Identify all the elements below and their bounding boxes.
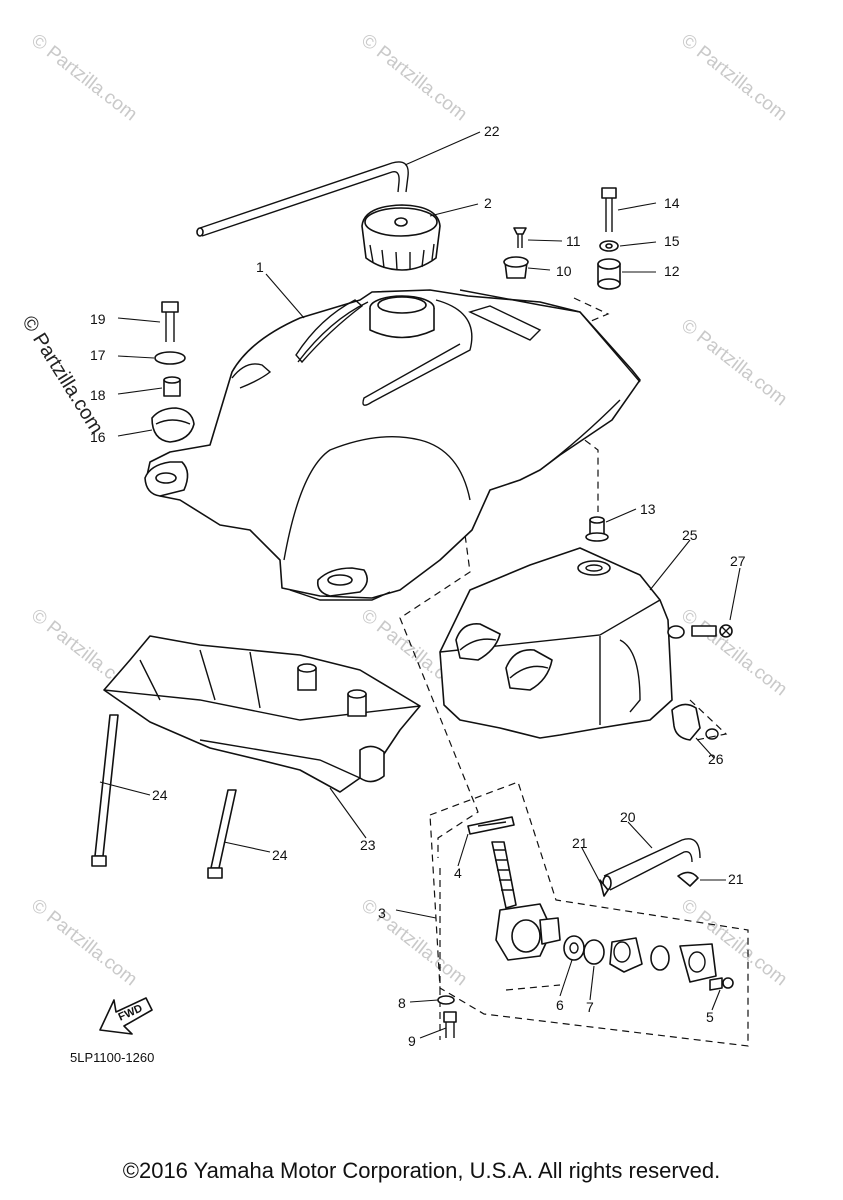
breather-hose <box>196 161 409 237</box>
callout-26: 26 <box>708 751 724 767</box>
bolt-washer-damper-right <box>597 187 621 290</box>
callout-5: 5 <box>706 1009 714 1025</box>
tank-cover <box>439 547 673 739</box>
callout-4: 4 <box>454 865 462 881</box>
callout-20: 20 <box>620 809 636 825</box>
callout-14: 14 <box>664 195 680 211</box>
callout-8: 8 <box>398 995 406 1011</box>
callout-23: 23 <box>360 837 376 853</box>
fuel-cock-internals <box>563 935 734 991</box>
callout-11: 11 <box>566 233 581 249</box>
callout-21b: 21 <box>728 871 744 887</box>
callout-13: 13 <box>640 501 656 517</box>
callout-25: 25 <box>682 527 698 543</box>
tank-collar <box>585 516 609 542</box>
fuel-hose-and-clips <box>599 838 701 897</box>
callout-12: 12 <box>664 263 680 279</box>
callout-22: 22 <box>484 123 500 139</box>
callout-27: 27 <box>730 553 746 569</box>
callout-2: 2 <box>484 195 492 211</box>
band-straps <box>91 714 237 879</box>
callout-6: 6 <box>556 997 564 1013</box>
washer-and-screw <box>437 995 457 1038</box>
bolt-collar-damper-left <box>151 301 195 443</box>
callout-3: 3 <box>378 905 386 921</box>
callout-9: 9 <box>408 1033 416 1049</box>
copyright-notice: ©2016 Yamaha Motor Corporation, U.S.A. A… <box>122 1158 721 1183</box>
damper-and-screw <box>503 227 529 279</box>
callout-1: 1 <box>256 259 264 275</box>
fuel-tank <box>144 289 641 601</box>
callout-17: 17 <box>90 347 106 363</box>
diagram-code: 5LP1100-1260 <box>70 1050 155 1065</box>
callout-21a: 21 <box>572 835 588 851</box>
callout-24b: 24 <box>272 847 288 863</box>
fwd-arrow-icon <box>99 997 153 1035</box>
callout-16: 16 <box>90 429 106 445</box>
undercover <box>103 635 421 793</box>
tank-cover-screw <box>667 624 733 639</box>
hose-clip <box>671 703 719 741</box>
callout-18: 18 <box>90 387 106 403</box>
callout-7: 7 <box>586 999 594 1015</box>
callout-19: 19 <box>90 311 106 327</box>
fuel-cock-box <box>429 781 749 1047</box>
leader-lines <box>99 131 741 1039</box>
fuel-cap <box>361 204 441 271</box>
callout-15: 15 <box>664 233 680 249</box>
callout-10: 10 <box>556 263 572 279</box>
callout-24a: 24 <box>152 787 168 803</box>
